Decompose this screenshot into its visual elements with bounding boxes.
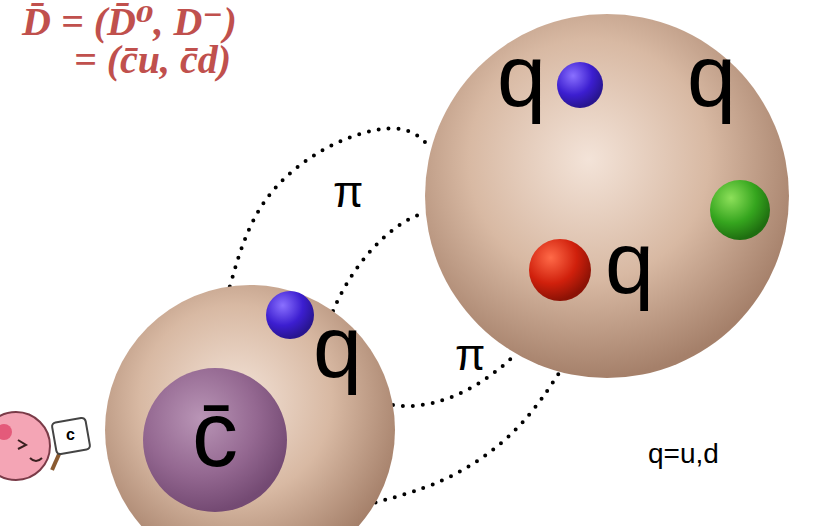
pion-label: π [333, 170, 363, 214]
meson-definition: D̄ = (D̄⁰, D⁻) [22, 2, 237, 42]
quark-label: q [497, 32, 546, 120]
color-charge-dot [529, 239, 591, 301]
mascot-sign: c [66, 427, 75, 443]
pion-arc [333, 212, 426, 311]
quark-content: = (c̄u, c̄d) [74, 40, 231, 80]
nucleon-sphere: q q q [425, 14, 789, 378]
quark-label: q [313, 303, 362, 391]
sphere [425, 14, 789, 378]
pion-arc [393, 354, 516, 406]
sphere [143, 368, 287, 512]
quark-label: q [605, 219, 654, 307]
sphere [105, 285, 395, 526]
mascot [0, 412, 91, 480]
color-charge-dot [557, 62, 603, 108]
pion-exchange [376, 372, 560, 503]
quark-label: q [687, 32, 736, 120]
antiquark-core: c̄ [143, 368, 287, 512]
quark-label: c̄ [192, 388, 238, 480]
pion-exchange [230, 128, 431, 286]
color-charge-dot [266, 291, 314, 339]
color-charge-dot [710, 180, 770, 240]
meson-sphere: q c̄ [105, 285, 395, 526]
pion-label: π [455, 333, 485, 377]
flavor-note: q=u,d [648, 440, 719, 468]
